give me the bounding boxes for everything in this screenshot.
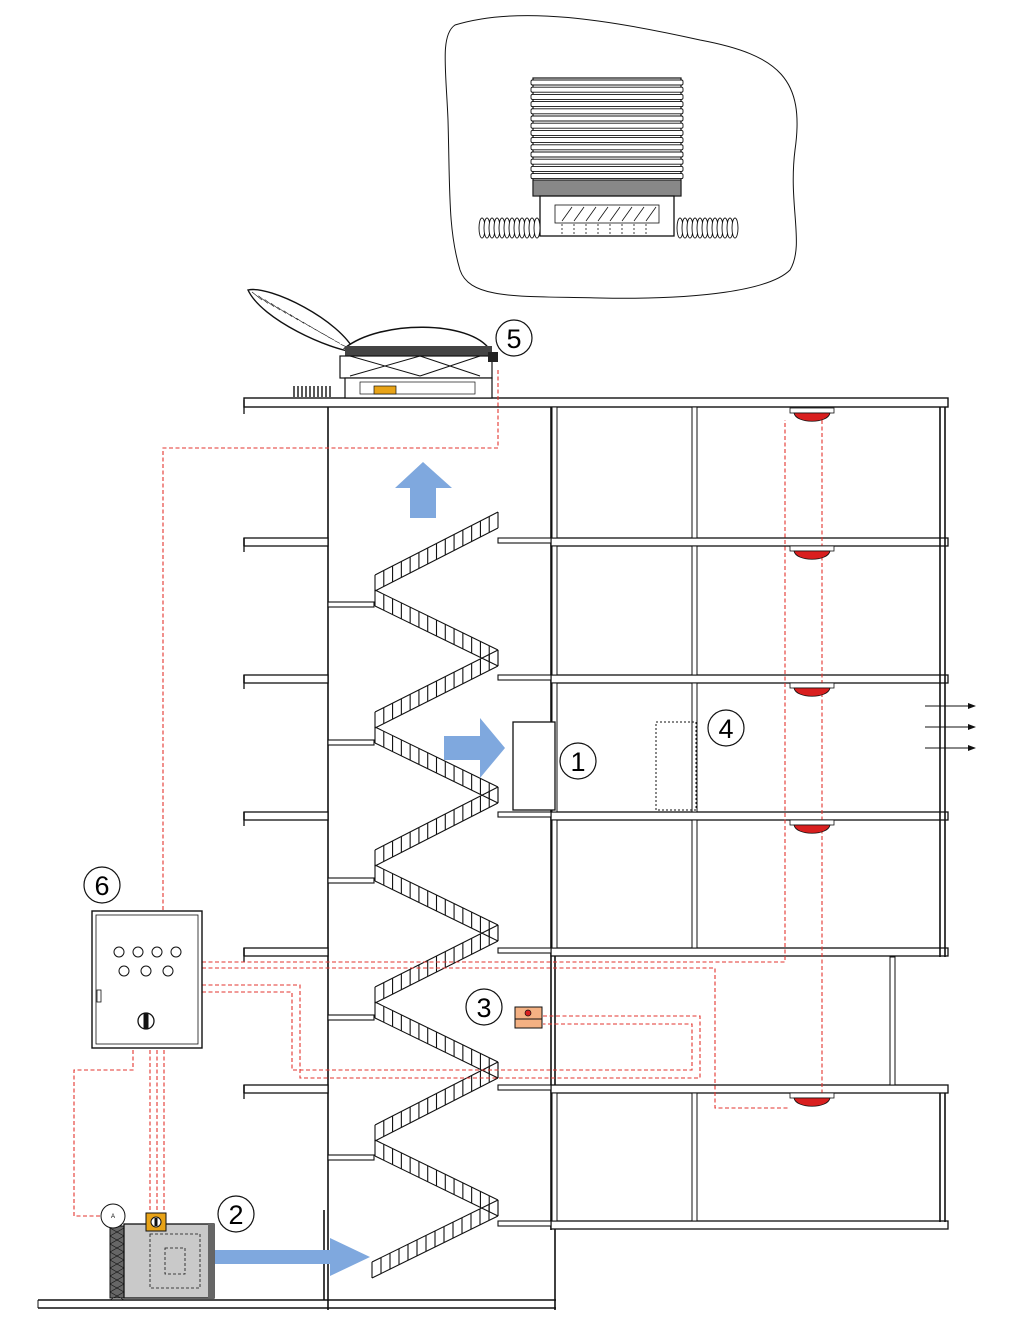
smoke-detector — [789, 545, 835, 560]
airflow-arrows — [215, 462, 505, 1276]
supply-fan: A — [100, 1203, 215, 1301]
detail-bubble — [444, 15, 798, 299]
roof-insulation-left — [478, 217, 541, 239]
callout-4-label: 4 — [718, 714, 733, 744]
callout-5-label: 5 — [506, 324, 521, 354]
building-structure — [37, 397, 949, 1310]
manual-call-point — [514, 1006, 543, 1029]
airflow-arrow-right-fan — [215, 1238, 370, 1276]
smoke-detector — [789, 819, 835, 834]
callout-2-label: 2 — [228, 1200, 243, 1230]
vent-louver-stack — [530, 77, 684, 197]
airflow-arrow-up — [395, 462, 452, 518]
panel-main-switch — [137, 1012, 155, 1030]
smoke-detector — [789, 407, 835, 422]
callout-3-label: 3 — [476, 993, 491, 1023]
callout-6-label: 6 — [94, 871, 109, 901]
control-wiring — [73, 368, 823, 1217]
callout-5: 5 — [495, 319, 533, 357]
panel-indicator-lamps — [113, 946, 182, 977]
smoke-detector — [789, 1092, 835, 1107]
airflow-arrow-right-floor — [444, 718, 505, 778]
control-panel — [91, 910, 203, 1049]
smoke-detectors — [789, 407, 835, 1107]
callout-1-label: 1 — [570, 747, 585, 777]
callout-2: 2 — [217, 1195, 255, 1233]
callout-6: 6 — [83, 866, 121, 904]
relief-damper — [512, 721, 556, 811]
relief-grille — [655, 721, 697, 811]
panel-door-handle — [96, 989, 102, 1003]
roof-insulation-right — [676, 217, 739, 239]
exhaust-arrows — [925, 703, 976, 751]
vent-base — [539, 195, 675, 237]
fan-gauge-label: A — [111, 1214, 115, 1220]
fan-current-gauge — [100, 1203, 126, 1229]
callout-3: 3 — [465, 988, 503, 1026]
callout-1: 1 — [559, 742, 597, 780]
roof-smoke-vent — [246, 288, 498, 399]
callout-4: 4 — [707, 709, 745, 747]
smoke-detector — [789, 682, 835, 697]
